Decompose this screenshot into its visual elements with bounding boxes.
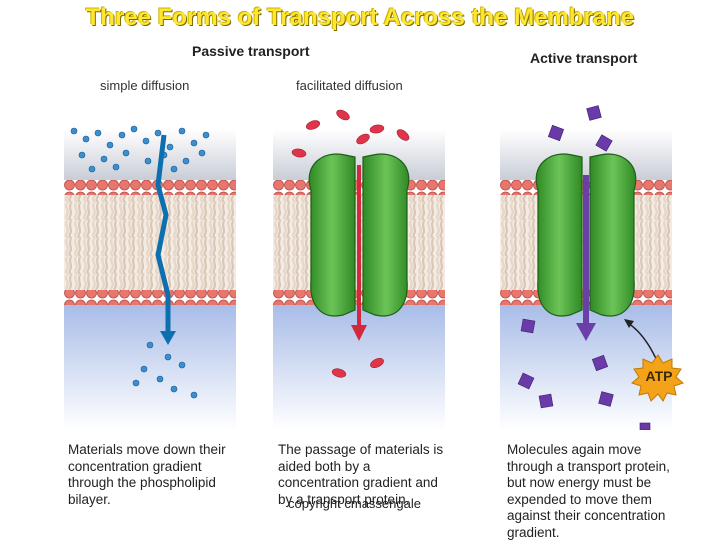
pumped-molecules (517, 105, 651, 430)
upper-phospholipid-heads (64, 180, 236, 195)
extracellular-region (64, 130, 236, 180)
active-transport-heading: Active transport (530, 50, 638, 66)
facilitated-diffusion-panel (273, 95, 445, 525)
lower-phospholipid-heads (64, 290, 236, 305)
transport-protein (308, 153, 410, 317)
simple-diffusion-caption: Materials move down their concentration … (68, 442, 226, 507)
passive-transport-heading: Passive transport (192, 43, 310, 59)
atp-burst (631, 354, 684, 402)
simple-diffusion-panel (64, 95, 236, 525)
facilitated-arrow (357, 165, 361, 325)
copyright-notice: copyright cmassengale (288, 496, 421, 511)
facilitated-diffusion-label: facilitated diffusion (296, 78, 403, 93)
active-transport-diagram (500, 105, 684, 430)
active-arrow (583, 175, 589, 325)
active-transport-caption: Molecules again move through a transport… (507, 442, 670, 540)
diffusion-arrow (155, 134, 171, 333)
diffusing-molecules (70, 125, 210, 399)
simple-diffusion-label: simple diffusion (100, 78, 190, 93)
pump-protein (535, 153, 637, 317)
lipid-tails (64, 195, 236, 290)
facilitated-diffusion-caption: The passage of materials is aided both b… (278, 442, 444, 507)
intracellular-region (64, 305, 236, 430)
page-title: Three Forms of Transport Across the Memb… (85, 4, 635, 31)
simple-diffusion-diagram (64, 125, 236, 430)
facilitated-diffusion-diagram (273, 109, 445, 430)
atp-label: ATP (645, 368, 673, 384)
active-transport-panel: ATP (500, 95, 684, 525)
carried-molecules (291, 109, 410, 378)
